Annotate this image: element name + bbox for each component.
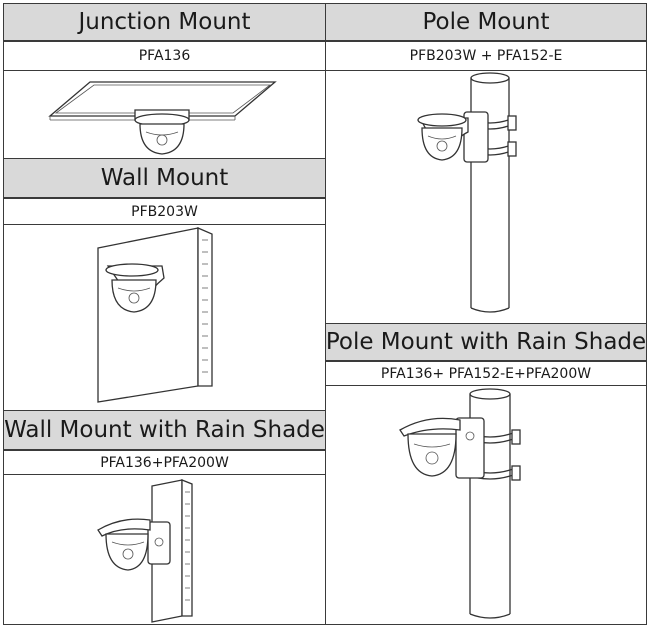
wall-mount-model-text: PFB203W <box>131 203 198 220</box>
wall-rain-title: Wall Mount with Rain Shade <box>4 417 325 443</box>
pole-rain-model: PFA136+ PFA152-E+PFA200W <box>325 361 647 386</box>
column-divider <box>325 3 326 625</box>
junction-mount-illustration <box>48 81 277 155</box>
pole-mount-model: PFB203W + PFA152-E <box>325 41 647 71</box>
pole-mount-illustration <box>417 72 517 313</box>
wall-mount-illustration <box>97 227 213 403</box>
pole-rain-title: Pole Mount with Rain Shade <box>325 329 647 355</box>
pole-mount-title: Pole Mount <box>422 9 550 35</box>
junction-mount-header: Junction Mount <box>3 3 326 41</box>
wall-rain-model: PFA136+PFA200W <box>3 450 326 475</box>
wall-rain-illustration <box>97 479 193 623</box>
wall-mount-header: Wall Mount <box>3 158 326 198</box>
wall-rain-model-text: PFA136+PFA200W <box>100 454 229 471</box>
pole-mount-model-text: PFB203W + PFA152-E <box>409 48 563 64</box>
pole-mount-header: Pole Mount <box>325 3 647 41</box>
pole-rain-illustration <box>399 388 521 619</box>
wall-mount-model: PFB203W <box>3 198 326 225</box>
wall-rain-header: Wall Mount with Rain Shade <box>3 410 326 450</box>
pole-rain-model-text: PFA136+ PFA152-E+PFA200W <box>380 365 592 382</box>
junction-mount-model: PFA136 <box>3 41 326 71</box>
pole-rain-header: Pole Mount with Rain Shade <box>325 323 647 361</box>
junction-mount-title: Junction Mount <box>78 9 251 35</box>
wall-mount-title: Wall Mount <box>100 165 229 191</box>
junction-mount-model-text: PFA136 <box>138 48 191 64</box>
